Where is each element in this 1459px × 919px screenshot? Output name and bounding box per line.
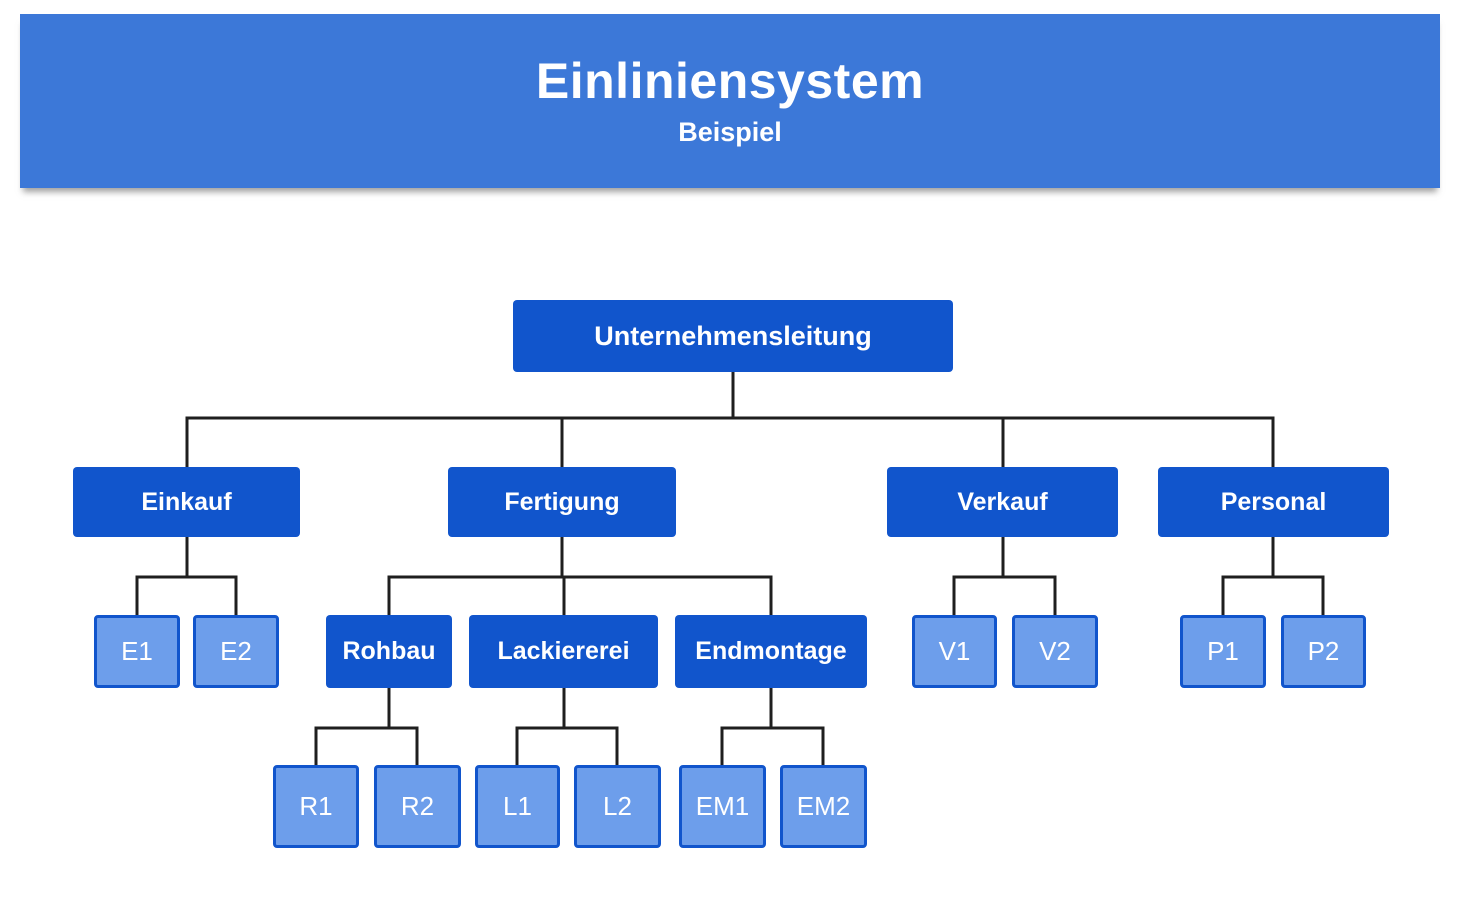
title-banner: Einliniensystem Beispiel [20,14,1440,188]
org-node-fertigung: Fertigung [448,467,676,537]
org-node-rohbau: Rohbau [326,615,452,688]
org-node-e2: E2 [193,615,279,688]
org-node-p1: P1 [1180,615,1266,688]
page-title: Einliniensystem [535,53,925,109]
org-node-lackiererei: Lackiererei [469,615,658,688]
org-node-unternehmensleitung: Unternehmensleitung [513,300,953,372]
org-node-em1: EM1 [679,765,766,848]
org-node-r2: R2 [374,765,461,848]
org-node-e1: E1 [94,615,180,688]
page-subtitle: Beispiel [678,117,782,147]
org-node-verkauf: Verkauf [887,467,1118,537]
org-node-l2: L2 [574,765,661,848]
org-node-r1: R1 [273,765,359,848]
org-node-personal: Personal [1158,467,1389,537]
org-node-l1: L1 [475,765,560,848]
org-node-einkauf: Einkauf [73,467,300,537]
org-node-v2: V2 [1012,615,1098,688]
org-node-endmontage: Endmontage [675,615,867,688]
org-node-v1: V1 [912,615,997,688]
org-node-em2: EM2 [780,765,867,848]
org-node-p2: P2 [1281,615,1366,688]
